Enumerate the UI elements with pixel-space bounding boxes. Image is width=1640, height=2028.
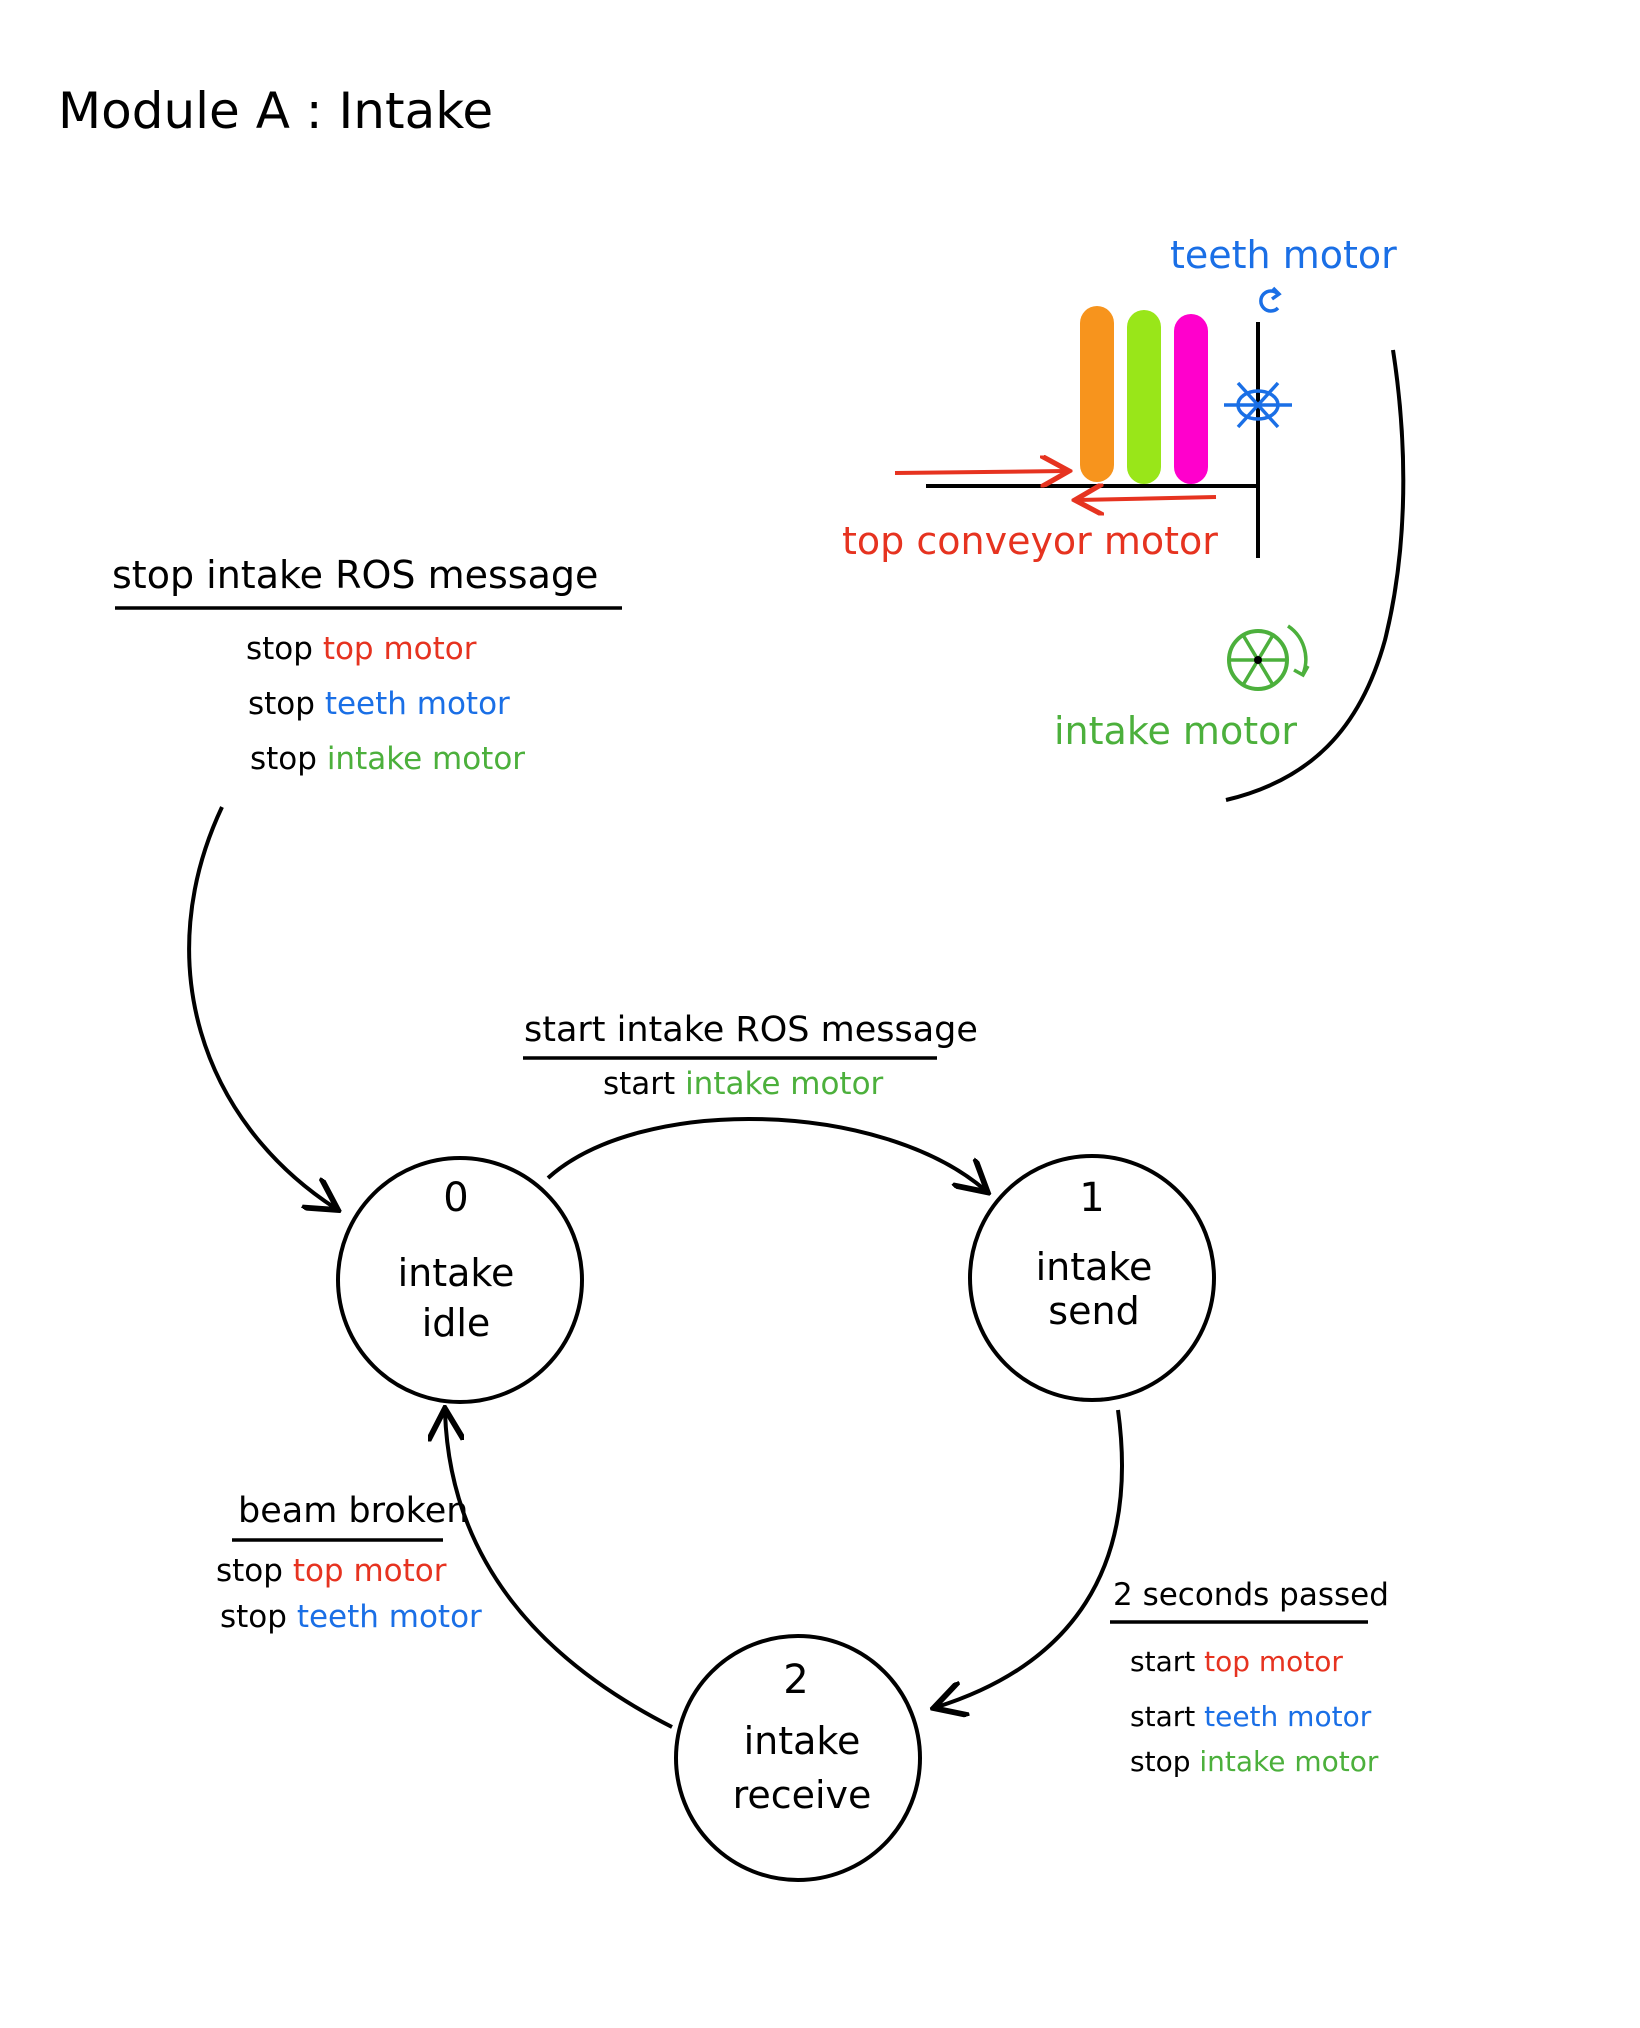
seconds-action-2: start teeth motor <box>1130 1703 1371 1731</box>
arrow-send-to-receive <box>937 1409 1124 1707</box>
intake-motor-label: intake motor <box>1054 709 1297 753</box>
action-motor: top motor <box>292 1553 447 1589</box>
action-verb: stop <box>250 741 317 777</box>
action-motor: teeth motor <box>1204 1700 1372 1733</box>
state-1-circle <box>968 1154 1216 1402</box>
arrow-receive-to-idle <box>445 1412 673 1729</box>
state-1-label-line2: send <box>1048 1289 1140 1333</box>
action-motor: intake motor <box>326 741 526 777</box>
state-0-circle <box>336 1156 584 1404</box>
action-motor: teeth motor <box>296 1599 482 1635</box>
action-verb: stop <box>246 631 313 667</box>
state-1-number: 1 <box>1079 1175 1105 1221</box>
seconds-passed-heading: 2 seconds passed <box>1113 1577 1389 1613</box>
page-title: Module A : Intake <box>58 82 494 140</box>
arrow-idle-to-send <box>546 1116 985 1190</box>
orange-ball <box>1080 306 1114 482</box>
seconds-action-3: stop intake motor <box>1130 1748 1378 1776</box>
bracket-line <box>1225 349 1406 802</box>
action-motor: top motor <box>322 631 477 667</box>
incoming-arrow <box>894 471 1066 473</box>
action-motor: intake motor <box>685 1066 884 1102</box>
state-2-circle <box>674 1634 922 1882</box>
stop-action-3: stop intake motor <box>250 744 525 775</box>
action-verb: stop <box>1130 1745 1191 1778</box>
rotate-arrow-icon <box>1259 286 1282 313</box>
mechanism-illustration <box>894 286 1406 802</box>
action-verb: stop <box>216 1553 283 1589</box>
state-0-label-line1: intake <box>397 1251 515 1295</box>
state-0-label-line2: idle <box>421 1301 491 1345</box>
action-verb: stop <box>220 1599 287 1635</box>
action-motor: intake motor <box>1199 1745 1379 1778</box>
start-intake-heading: start intake ROS message <box>524 1010 978 1050</box>
action-verb: start <box>603 1066 676 1102</box>
intake-wheel-icon <box>1227 624 1310 691</box>
seconds-action-1: start top motor <box>1130 1648 1343 1676</box>
teeth-gear-icon <box>1224 381 1292 429</box>
beam-action-2: stop teeth motor <box>220 1602 482 1633</box>
stop-action-1: stop top motor <box>246 634 477 665</box>
action-motor: top motor <box>1204 1645 1343 1678</box>
top-conveyor-motor-label: top conveyor motor <box>842 519 1218 563</box>
lime-ball <box>1127 310 1161 484</box>
teeth-motor-label: teeth motor <box>1170 233 1397 277</box>
conveyor-arrow <box>1078 497 1217 500</box>
action-motor: teeth motor <box>324 686 510 722</box>
magenta-ball <box>1174 314 1208 484</box>
beam-action-1: stop top motor <box>216 1556 447 1587</box>
beam-broken-heading: beam broken <box>238 1491 469 1531</box>
state-0-number: 0 <box>443 1175 469 1221</box>
action-verb: start <box>1130 1645 1196 1678</box>
action-verb: stop <box>248 686 315 722</box>
state-1-label-line1: intake <box>1035 1245 1153 1289</box>
state-2-label-line1: intake <box>743 1719 861 1763</box>
state-2-number: 2 <box>783 1657 809 1703</box>
state-2-label-line2: receive <box>732 1773 872 1817</box>
start-action-1: start intake motor <box>603 1069 883 1100</box>
stop-intake-heading: stop intake ROS message <box>112 553 599 597</box>
arrow-stop-to-idle <box>187 806 335 1208</box>
action-verb: start <box>1130 1700 1196 1733</box>
stop-action-2: stop teeth motor <box>248 689 510 720</box>
